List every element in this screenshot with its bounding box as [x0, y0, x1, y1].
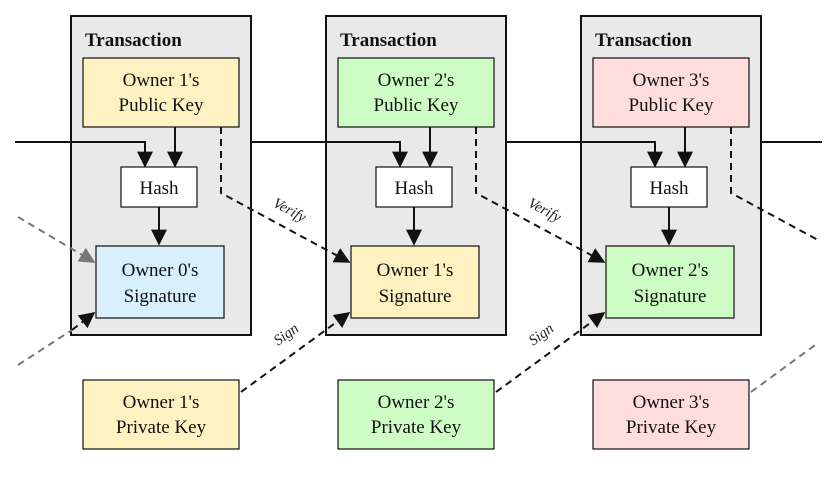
- hash-1-label: Hash: [139, 178, 179, 199]
- private-key-3-line2: Private Key: [626, 417, 717, 438]
- hash-2-label: Hash: [394, 178, 434, 199]
- signature-3: Owner 2's Signature: [605, 245, 735, 319]
- chain-links: [15, 141, 822, 168]
- public-key-2-box: [337, 57, 495, 128]
- private-key-1-line2: Private Key: [116, 417, 207, 438]
- private-key-1-line1: Owner 1's: [123, 392, 200, 413]
- signature-1-line2: Signature: [124, 286, 197, 307]
- public-key-3: Owner 3's Public Key: [592, 57, 750, 128]
- signature-2-box: [350, 245, 480, 319]
- hash-3: Hash: [630, 166, 708, 208]
- signature-1-line1: Owner 0's: [122, 260, 199, 281]
- verify-arrow-2: [475, 127, 606, 263]
- sign-arrow-3-out: [750, 342, 819, 393]
- hash-1: Hash: [120, 166, 198, 208]
- hash-1-box: [120, 166, 198, 208]
- verify-label-1: Verify: [270, 195, 309, 226]
- chain-arrow-1: [71, 141, 153, 168]
- signature-1-box: [95, 245, 225, 319]
- signature-2-line1: Owner 1's: [377, 260, 454, 281]
- private-key-3-line1: Owner 3's: [633, 392, 710, 413]
- public-key-3-line2: Public Key: [629, 95, 714, 116]
- private-key-2-box: [337, 379, 495, 450]
- signature-2-line2: Signature: [379, 286, 452, 307]
- chain-arrow-2: [326, 141, 408, 168]
- signature-1: Owner 0's Signature: [95, 245, 225, 319]
- chain-arrow-3: [581, 141, 663, 168]
- transaction-3-title: Transaction: [595, 30, 692, 51]
- transaction-1-title: Transaction: [85, 30, 182, 51]
- sign-arrow-1: [240, 312, 351, 393]
- faded-verify-arrow-in: [17, 216, 96, 263]
- verify-arrow-3-out: [730, 127, 819, 241]
- private-key-2: Owner 2's Private Key: [337, 379, 495, 450]
- hash-2: Hash: [375, 166, 453, 208]
- public-key-1-line1: Owner 1's: [123, 70, 200, 91]
- public-key-2: Owner 2's Public Key: [337, 57, 495, 128]
- hash-3-label: Hash: [649, 178, 689, 199]
- signature-3-line2: Signature: [634, 286, 707, 307]
- signature-3-box: [605, 245, 735, 319]
- public-key-1-line2: Public Key: [119, 95, 204, 116]
- private-key-2-line1: Owner 2's: [378, 392, 455, 413]
- public-key-2-line1: Owner 2's: [378, 70, 455, 91]
- signature-3-line1: Owner 2's: [632, 260, 709, 281]
- faded-sign-line-in: [17, 329, 73, 366]
- faded-sign-arrow-in: [71, 312, 96, 331]
- private-key-1: Owner 1's Private Key: [82, 379, 240, 450]
- verify-label-2: Verify: [525, 195, 564, 226]
- public-key-3-line1: Owner 3's: [633, 70, 710, 91]
- public-key-3-box: [592, 57, 750, 128]
- verify-arrow-1: [220, 127, 351, 263]
- sign-label-1: Sign: [271, 321, 302, 350]
- private-key-2-line2: Private Key: [371, 417, 462, 438]
- public-key-1-box: [82, 57, 240, 128]
- sign-arrow-2: [495, 312, 606, 393]
- sign-label-2: Sign: [526, 321, 557, 350]
- private-key-1-box: [82, 379, 240, 450]
- private-key-3-box: [592, 379, 750, 450]
- transaction-2-title: Transaction: [340, 30, 437, 51]
- public-key-2-line2: Public Key: [374, 95, 459, 116]
- public-key-1: Owner 1's Public Key: [82, 57, 240, 128]
- signature-2: Owner 1's Signature: [350, 245, 480, 319]
- private-key-3: Owner 3's Private Key: [592, 379, 750, 450]
